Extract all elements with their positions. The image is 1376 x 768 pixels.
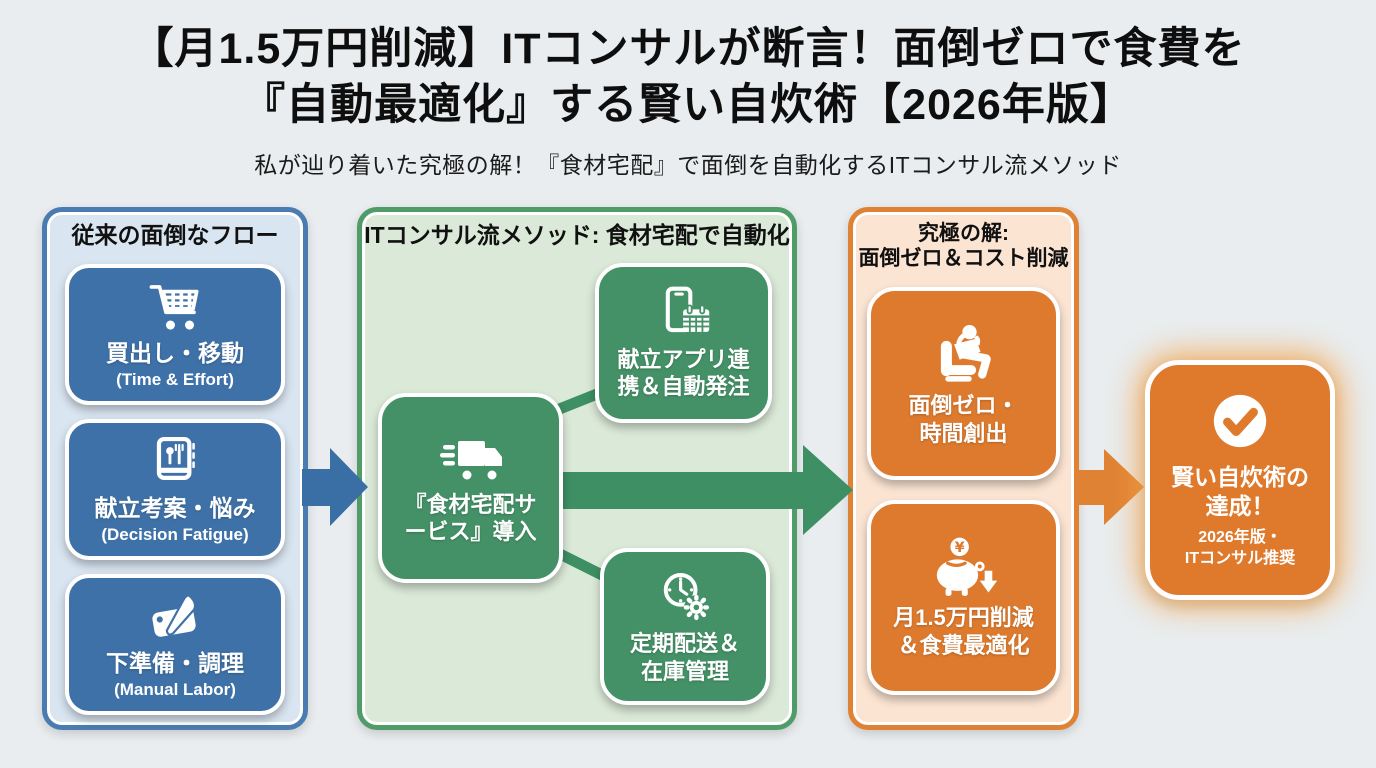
card-label-line1: 『食材宅配サ <box>404 491 537 517</box>
card-label: 献立考案・悩み <box>94 495 256 522</box>
card-prep-cooking: 下準備・調理 (Manual Labor) <box>65 574 285 715</box>
card-sublabel: (Decision Fatigue) <box>101 524 249 544</box>
card-label: 下準備・調理 <box>106 650 244 677</box>
card-cost-reduction: ¥ 月1.5万円削減 ＆食費最適化 <box>867 500 1060 695</box>
svg-text:¥: ¥ <box>954 540 964 556</box>
arrow-result-to-goal <box>1078 449 1144 525</box>
card-label: 献立アプリ連 携＆自動発注 <box>617 346 749 401</box>
card-label-line2: ービス』導入 <box>404 519 537 544</box>
page-subtitle: 私が辿り着いた究極の解！『食材宅配』で面倒を自動化するITコンサル流メソッド <box>254 152 1122 178</box>
phone-calendar-icon <box>655 286 713 340</box>
menu-book-icon <box>148 434 202 488</box>
goal-sublabel-line1: 2026年版・ <box>1198 528 1282 546</box>
relaxing-person-icon <box>928 320 1000 386</box>
panel-method: ITコンサル流メソッド: 食材宅配で自動化 『食材宅配サ ー <box>357 207 797 730</box>
card-sublabel: (Time & Effort) <box>116 369 234 389</box>
page-title-line1: 【月1.5万円削減】ITコンサルが断言！面倒ゼロで食費を <box>130 25 1246 73</box>
card-label-line1: 献立アプリ連 <box>617 346 750 372</box>
card-label-line2: 時間創出 <box>919 420 1008 446</box>
card-menu-planning: 献立考案・悩み (Decision Fatigue) <box>65 419 285 560</box>
goal-sublabel: 2026年版・ ITコンサル推奨 <box>1185 528 1295 570</box>
card-shopping-travel: 買出し・移動 (Time & Effort) <box>65 264 285 405</box>
card-zero-hassle-time: 面倒ゼロ・ 時間創出 <box>867 287 1060 480</box>
shopping-cart-icon <box>146 279 204 333</box>
piggy-bank-icon: ¥ <box>929 536 999 598</box>
card-label-line2: 携＆自動発注 <box>617 374 750 399</box>
goal-label: 賢い自炊術の 達成！ <box>1171 463 1309 521</box>
card-label: 定期配送＆ 在庫管理 <box>630 630 740 685</box>
result-panel-header: 究極の解: 面倒ゼロ＆コスト削減 <box>853 222 1074 272</box>
legacy-panel-header: 従来の面倒なフロー <box>71 222 279 248</box>
panel-legacy-flow: 従来の面倒なフロー 買出し・移動 (Time & Effort) <box>42 207 308 730</box>
method-panel-header: ITコンサル流メソッド: 食材宅配で自動化 <box>364 222 790 248</box>
card-label-line1: 月1.5万円削減 <box>893 605 1034 630</box>
goal-label-line1: 賢い自炊術の <box>1171 464 1309 491</box>
result-header-line2: 面倒ゼロ＆コスト削減 <box>858 246 1069 270</box>
card-label-line1: 面倒ゼロ・ <box>908 393 1019 418</box>
goal-sublabel-line2: ITコンサル推奨 <box>1184 549 1296 567</box>
page-title-line2: 『自動最適化』する賢い自炊術【2026年版】 <box>242 80 1134 129</box>
card-label: 『食材宅配サ ービス』導入 <box>404 491 536 546</box>
card-meal-kit-service: 『食材宅配サ ービス』導入 <box>378 393 563 583</box>
card-label: 買出し・移動 <box>106 340 244 367</box>
card-sublabel: (Manual Labor) <box>114 679 236 699</box>
card-label-line2: 在庫管理 <box>640 658 729 684</box>
goal-label-line2: 達成！ <box>1205 493 1275 520</box>
card-label-line2: ＆食費最適化 <box>897 632 1030 658</box>
panel-result: 究極の解: 面倒ゼロ＆コスト削減 <box>848 207 1079 730</box>
card-label-line1: 定期配送＆ <box>629 631 740 656</box>
goal-card: 賢い自炊術の 達成！ 2026年版・ ITコンサル推奨 <box>1145 360 1335 600</box>
delivery-truck-icon <box>438 431 504 485</box>
card-label: 面倒ゼロ・ 時間創出 <box>908 392 1018 447</box>
page-title: 【月1.5万円削減】ITコンサルが断言！面倒ゼロで食費を 『自動最適化』する賢い… <box>0 22 1376 134</box>
card-recurring-delivery: 定期配送＆ 在庫管理 <box>600 548 770 705</box>
card-label: 月1.5万円削減 ＆食費最適化 <box>893 604 1034 659</box>
knife-cutting-board-icon <box>146 589 204 643</box>
clock-gear-icon <box>657 568 713 624</box>
card-menu-app-autoorder: 献立アプリ連 携＆自動発注 <box>595 263 772 423</box>
result-header-line1: 究極の解: <box>918 222 1009 245</box>
check-circle-icon <box>1209 390 1271 457</box>
